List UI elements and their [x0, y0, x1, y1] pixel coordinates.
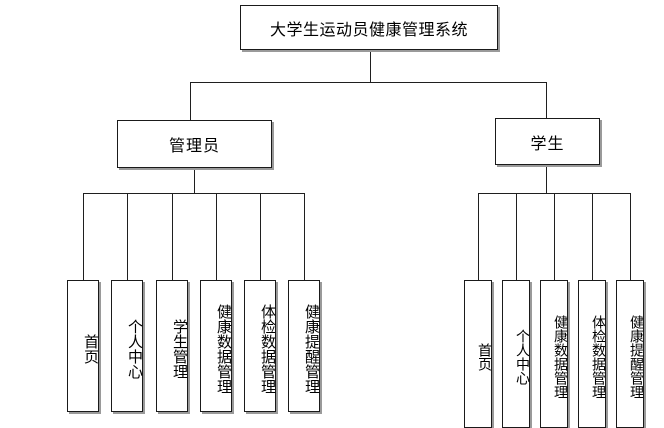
connector-student-leaf-3 — [554, 193, 555, 280]
node-admin-leaf-checkup-data-management: 体检数据管理 — [244, 280, 277, 412]
connector-student-stem — [546, 165, 547, 193]
node-student-leaf-checkup-data-management: 体检数据管理 — [578, 280, 606, 428]
connector-admin-leaf-3 — [172, 193, 173, 280]
connector-admin-leaf-5 — [260, 193, 261, 280]
connector-student-leaf-4 — [592, 193, 593, 280]
connector-student-leaf-2 — [516, 193, 517, 280]
node-role-student: 学生 — [495, 118, 600, 165]
connector-admin-stem — [194, 168, 195, 193]
node-student-leaf-personal-center: 个人中心 — [502, 280, 530, 428]
connector-admin-leaf-1 — [83, 193, 84, 280]
connector-level2-bus — [190, 82, 546, 83]
node-role-admin: 管理员 — [117, 120, 272, 168]
connector-admin-leaf-4 — [216, 193, 217, 280]
connector-admin-leaf-2 — [127, 193, 128, 280]
connector-admin-leaf-6 — [304, 193, 305, 280]
node-admin-leaf-health-reminder-management: 健康提醒管理 — [288, 280, 321, 412]
connector-to-admin — [190, 82, 191, 120]
node-student-leaf-home: 首页 — [464, 280, 492, 428]
node-admin-leaf-health-data-management: 健康数据管理 — [200, 280, 233, 412]
node-admin-leaf-student-management: 学生管理 — [156, 280, 189, 412]
node-admin-leaf-personal-center: 个人中心 — [111, 280, 144, 412]
connector-admin-bus — [83, 193, 304, 194]
node-student-leaf-health-data-management: 健康数据管理 — [540, 280, 568, 428]
node-admin-leaf-home: 首页 — [67, 280, 100, 412]
connector-student-leaf-1 — [478, 193, 479, 280]
node-root-system-title: 大学生运动员健康管理系统 — [240, 5, 498, 50]
connector-root-stem — [370, 50, 371, 82]
node-student-leaf-health-reminder-management: 健康提醒管理 — [616, 280, 644, 428]
connector-student-leaf-5 — [630, 193, 631, 280]
connector-to-student — [546, 82, 547, 118]
